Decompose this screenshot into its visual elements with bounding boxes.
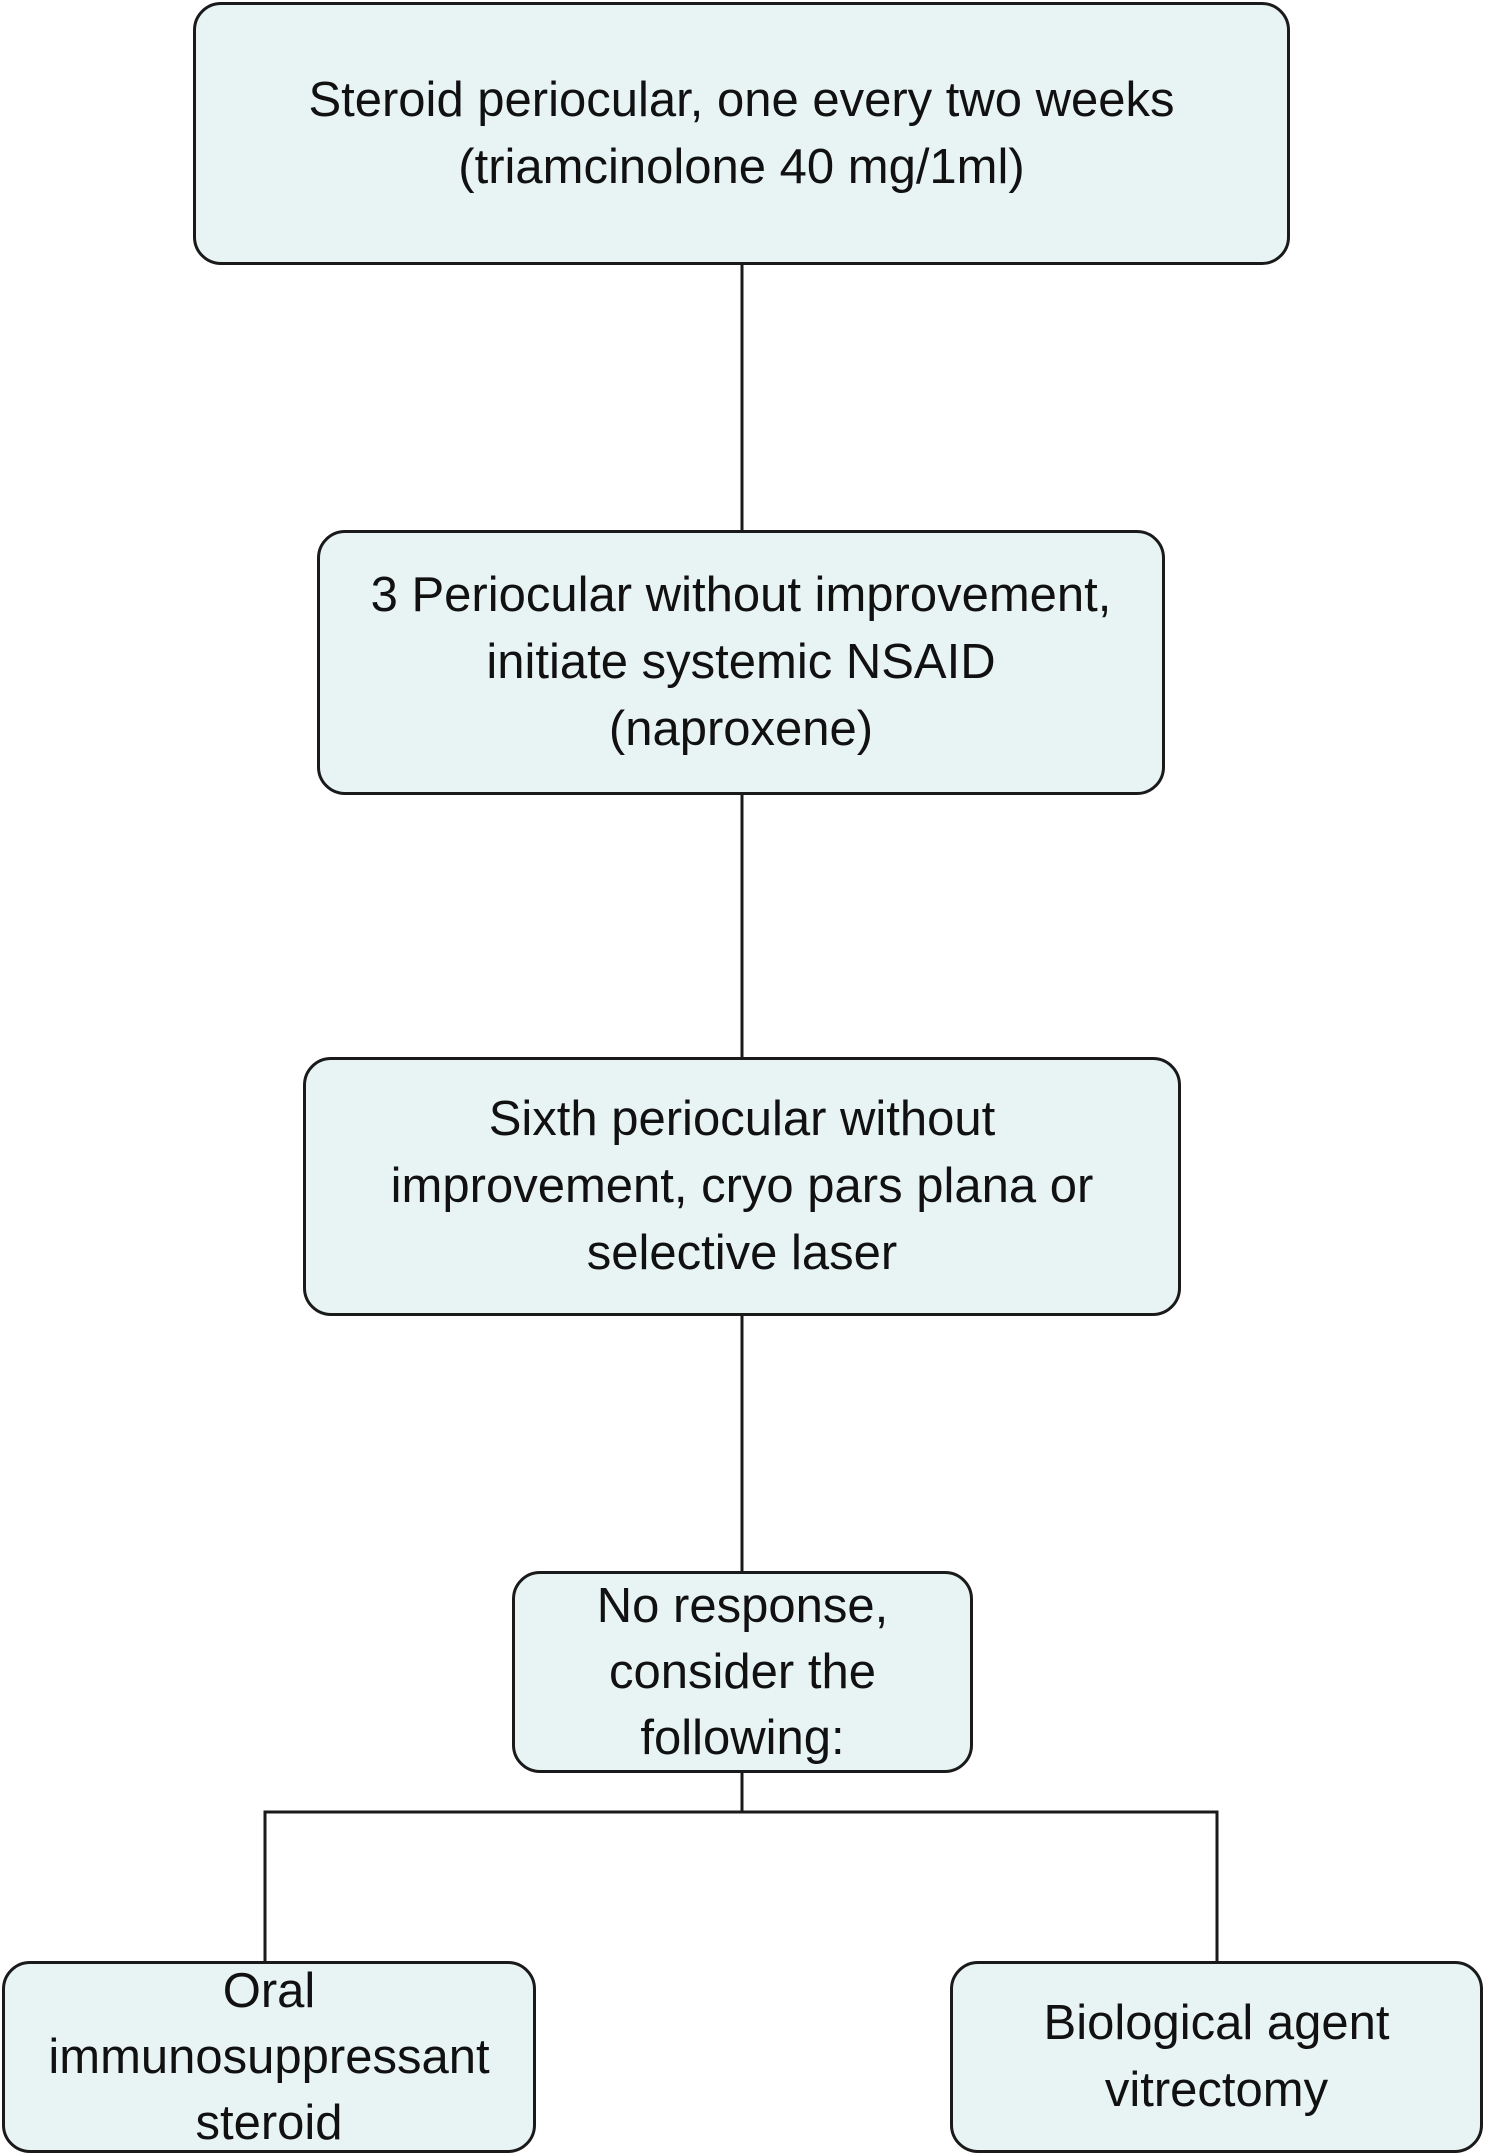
- step-cryo-or-laser-text: Sixth periocular without improvement, cr…: [390, 1092, 1094, 1280]
- option-oral-immunosuppressant-text: Oral immunosuppressant steroid: [48, 1964, 490, 2150]
- connector-n4-n5: [263, 1810, 742, 1961]
- step-periocular-steroid: Steroid periocular, one every two weeks …: [193, 2, 1290, 265]
- step-systemic-nsaid: 3 Periocular without improvement, initia…: [317, 530, 1165, 795]
- connector-n4-n6: [742, 1810, 1219, 1961]
- step-cryo-or-laser: Sixth periocular without improvement, cr…: [303, 1057, 1181, 1316]
- step-periocular-steroid-text: Steroid periocular, one every two weeks …: [308, 72, 1175, 194]
- step-no-response: No response, consider the following:: [512, 1571, 973, 1773]
- option-biological-agent-text: Biological agent vitrectomy: [1043, 1996, 1390, 2117]
- step-no-response-text: No response, consider the following:: [596, 1579, 889, 1765]
- option-oral-immunosuppressant: Oral immunosuppressant steroid: [2, 1961, 536, 2153]
- option-biological-agent: Biological agent vitrectomy: [950, 1961, 1483, 2153]
- step-systemic-nsaid-text: 3 Periocular without improvement, initia…: [370, 568, 1112, 756]
